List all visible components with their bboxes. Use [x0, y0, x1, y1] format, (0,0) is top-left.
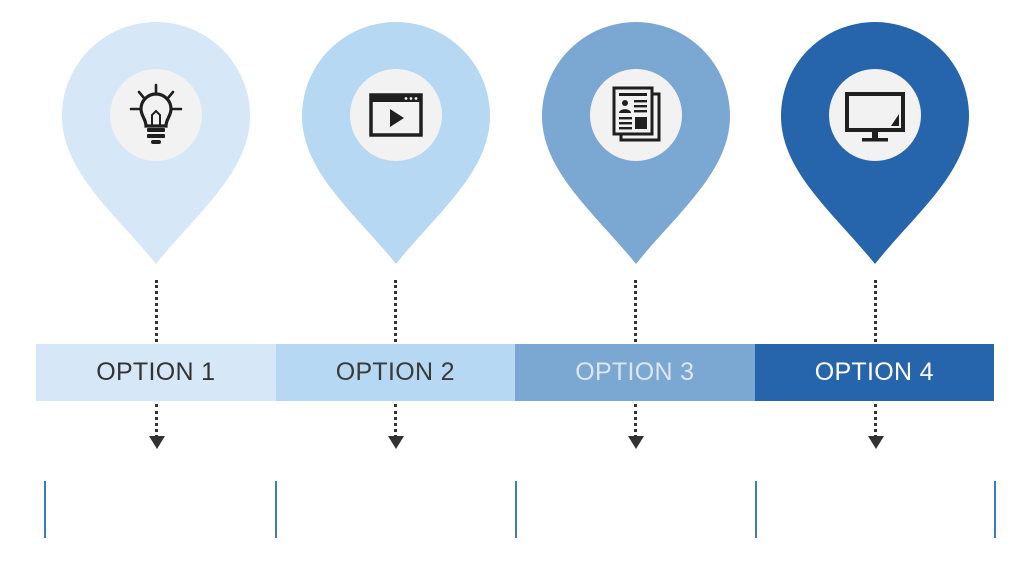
connector-line-1: [155, 280, 158, 342]
newspaper-icon: [590, 69, 682, 161]
pin-option-2: [302, 22, 490, 266]
monitor-icon: [829, 69, 921, 161]
option-band: OPTION 1 OPTION 2 OPTION 3 OPTION 4: [36, 344, 994, 401]
option-4-segment[interactable]: OPTION 4: [754, 344, 994, 401]
connector-line-3: [634, 280, 637, 342]
connector-line-lower-4: [874, 404, 877, 438]
option-3-segment[interactable]: OPTION 3: [515, 344, 755, 401]
arrow-down-icon: [868, 436, 884, 449]
connector-line-4: [874, 280, 877, 342]
lightbulb-icon: [110, 69, 202, 161]
connector-line-lower-2: [394, 404, 397, 438]
connector-line-2: [394, 280, 397, 342]
arrow-down-icon: [149, 436, 165, 449]
pin-option-4: [781, 22, 969, 266]
connector-line-lower-3: [634, 404, 637, 438]
option-2-label: OPTION 2: [335, 358, 455, 386]
column-divider-3: [515, 481, 517, 538]
pin-option-1: [62, 22, 250, 266]
column-divider-2: [275, 481, 277, 538]
option-4-label: OPTION 4: [814, 358, 934, 386]
option-1-segment[interactable]: OPTION 1: [36, 344, 276, 401]
pin-option-3: [542, 22, 730, 266]
column-divider-1: [44, 481, 46, 538]
option-1-label: OPTION 1: [96, 358, 216, 386]
option-2-segment[interactable]: OPTION 2: [275, 344, 515, 401]
video-player-icon: [350, 69, 442, 161]
arrow-down-icon: [628, 436, 644, 449]
connector-line-lower-1: [155, 404, 158, 438]
arrow-down-icon: [388, 436, 404, 449]
column-divider-4: [755, 481, 757, 538]
column-divider-5: [994, 481, 996, 538]
option-3-label: OPTION 3: [575, 358, 695, 386]
